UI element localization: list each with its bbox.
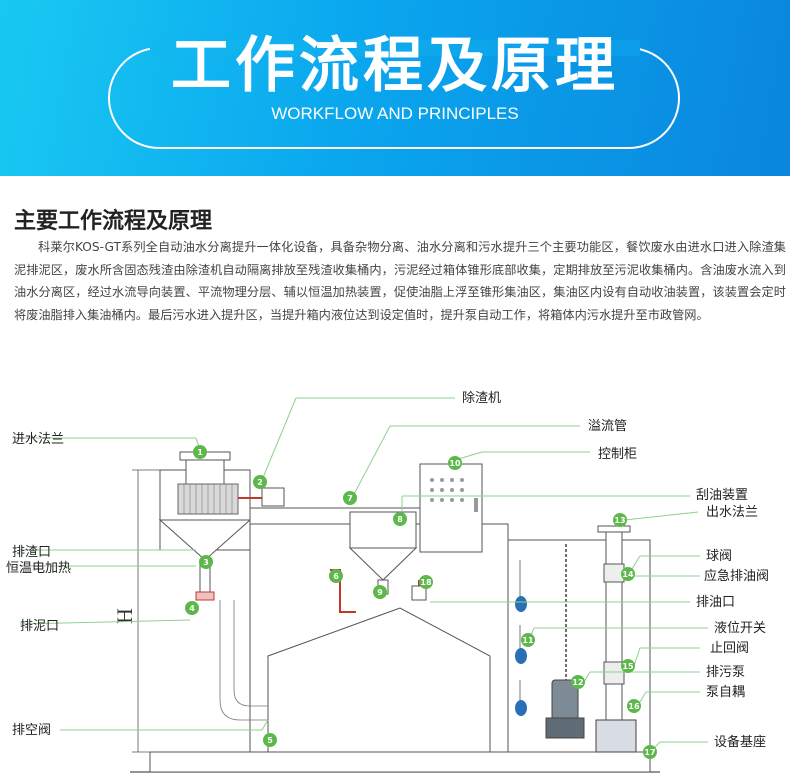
marker-16: 16 bbox=[627, 699, 641, 713]
label-level-switch: 液位开关 bbox=[714, 621, 766, 636]
svg-text:10: 10 bbox=[449, 459, 461, 468]
header-banner: 工作流程及原理 WORKFLOW AND PRINCIPLES bbox=[0, 0, 790, 176]
svg-text:7: 7 bbox=[347, 494, 353, 503]
label-overflow-pipe: 溢流管 bbox=[588, 419, 627, 434]
marker-18: 18 bbox=[419, 575, 433, 589]
marker-9: 9 bbox=[373, 585, 387, 599]
label-heater: 恒温电加热 bbox=[6, 561, 71, 576]
label-oil-scraper: 刮油装置 bbox=[696, 488, 748, 503]
marker-5: 5 bbox=[263, 733, 277, 747]
marker-17: 17 bbox=[643, 745, 657, 759]
gear-motor bbox=[261, 487, 285, 507]
svg-text:13: 13 bbox=[614, 516, 625, 525]
svg-text:1: 1 bbox=[197, 448, 203, 457]
label-emergency-oil-valve: 应急排油阀 bbox=[704, 568, 769, 584]
label-slag-outlet: 排渣口 bbox=[12, 545, 51, 560]
svg-text:14: 14 bbox=[622, 570, 634, 579]
section-heading: 主要工作流程及原理 bbox=[14, 209, 213, 234]
marker-4: 4 bbox=[185, 601, 199, 615]
page-title: 工作流程及原理 bbox=[171, 31, 619, 101]
label-control-cabinet: 控制柜 bbox=[598, 447, 637, 462]
label-sludge-outlet: 排泥口 bbox=[20, 619, 59, 634]
marker-2: 2 bbox=[253, 475, 267, 489]
marker-10: 10 bbox=[448, 456, 462, 470]
height-dimension: H bbox=[112, 469, 160, 753]
level-switch-float-2 bbox=[515, 648, 527, 664]
label-slag-remover: 除渣机 bbox=[462, 391, 501, 406]
control-cabinet bbox=[419, 463, 483, 553]
svg-text:18: 18 bbox=[420, 578, 432, 587]
svg-text:5: 5 bbox=[267, 736, 273, 745]
marker-8: 8 bbox=[393, 512, 407, 526]
svg-text:8: 8 bbox=[397, 515, 403, 524]
svg-text:9: 9 bbox=[377, 588, 383, 597]
svg-text:17: 17 bbox=[644, 748, 655, 757]
outlet-riser bbox=[605, 529, 623, 721]
section-description: 科莱尔KOS-GT系列全自动油水分离提升一体化设备，具备杂物分离、油水分离和污水… bbox=[14, 240, 786, 322]
outlet-flange bbox=[597, 525, 631, 533]
label-check-valve: 止回阀 bbox=[710, 641, 749, 656]
marker-3: 3 bbox=[199, 555, 213, 569]
svg-text:6: 6 bbox=[333, 572, 339, 581]
marker-13: 13 bbox=[613, 513, 627, 527]
svg-text:3: 3 bbox=[203, 558, 209, 567]
label-inlet-flange: 进水法兰 bbox=[12, 432, 64, 447]
label-sewage-pump: 排污泵 bbox=[706, 665, 745, 680]
label-equipment-base: 设备基座 bbox=[714, 734, 766, 750]
marker-15: 15 bbox=[621, 659, 635, 673]
label-outlet-flange: 出水法兰 bbox=[706, 505, 758, 520]
svg-text:4: 4 bbox=[189, 604, 195, 613]
equipment-base bbox=[149, 751, 651, 773]
page-subtitle: WORKFLOW AND PRINCIPLES bbox=[271, 104, 519, 123]
svg-text:11: 11 bbox=[522, 636, 534, 645]
marker-6: 6 bbox=[329, 569, 343, 583]
level-switch-float-3 bbox=[515, 700, 527, 716]
equipment-diagram: H bbox=[6, 391, 769, 773]
marker-11: 11 bbox=[521, 633, 535, 647]
label-drain-valve: 排空阀 bbox=[12, 723, 51, 738]
svg-text:16: 16 bbox=[628, 702, 640, 711]
label-ball-valve: 球阀 bbox=[706, 549, 732, 564]
level-switch-float-1 bbox=[515, 596, 527, 612]
svg-text:15: 15 bbox=[622, 662, 634, 671]
svg-text:12: 12 bbox=[572, 678, 583, 687]
marker-12: 12 bbox=[571, 675, 585, 689]
label-pump-coupling: 泵自耦 bbox=[706, 685, 745, 700]
label-oil-outlet: 排油口 bbox=[696, 595, 735, 610]
dimension-h-label: H bbox=[112, 608, 137, 624]
marker-14: 14 bbox=[621, 567, 635, 581]
marker-1: 1 bbox=[193, 445, 207, 459]
marker-7: 7 bbox=[343, 491, 357, 505]
svg-text:2: 2 bbox=[257, 478, 263, 487]
oil-cone bbox=[348, 547, 418, 581]
